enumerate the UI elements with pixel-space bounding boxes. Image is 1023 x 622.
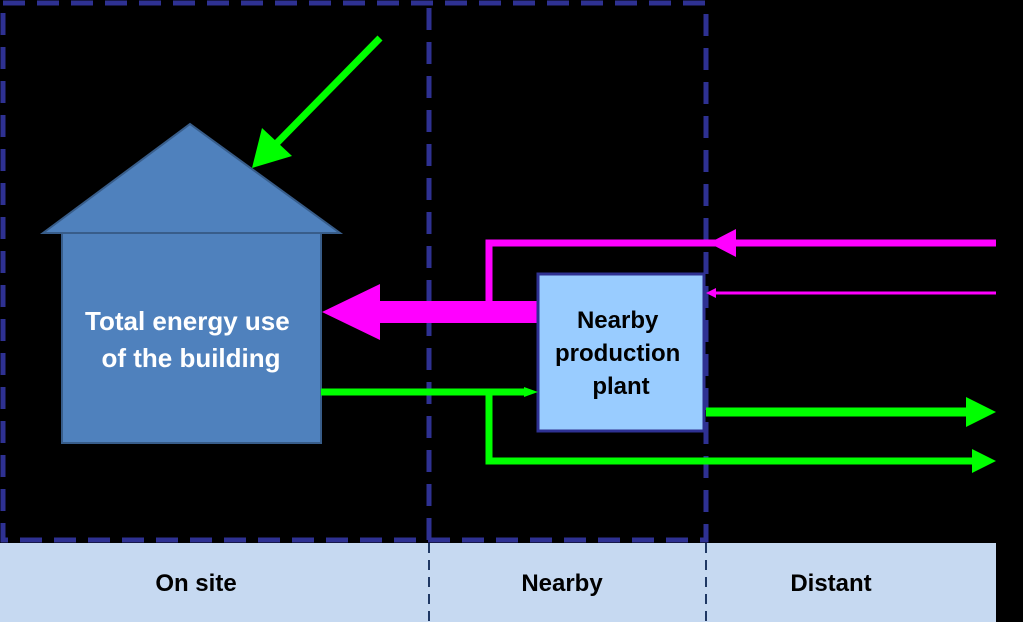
zone-label-on-site: On site bbox=[155, 570, 236, 597]
export-to-plant-head bbox=[524, 387, 538, 397]
plant-label-line-1: Nearby bbox=[577, 307, 659, 334]
building-shape bbox=[39, 122, 344, 444]
building-roof bbox=[39, 122, 344, 234]
import-flows bbox=[322, 229, 996, 340]
building-label-line-1: Total energy use bbox=[85, 306, 290, 336]
nearby-boundary bbox=[0, 0, 709, 543]
plant-label-line-3: plant bbox=[592, 373, 649, 400]
zone-label-nearby: Nearby bbox=[521, 570, 603, 597]
export-distant-line bbox=[485, 392, 972, 465]
plant-label-line-2: production bbox=[555, 340, 680, 367]
import-main-shaft bbox=[378, 301, 540, 323]
import-distant-head bbox=[709, 229, 736, 257]
export-plant-head bbox=[966, 397, 996, 427]
building-label-line-2: of the building bbox=[101, 343, 280, 373]
plant-label: Nearby production plant bbox=[555, 307, 687, 400]
import-plant-head bbox=[706, 288, 716, 298]
building-label: Total energy use of the building bbox=[85, 306, 297, 373]
solar-input-arrow bbox=[252, 35, 383, 168]
export-flows bbox=[321, 387, 996, 473]
zone-label-distant: Distant bbox=[790, 570, 871, 597]
nearby-plant-box bbox=[536, 272, 706, 433]
zone-bar bbox=[0, 543, 996, 622]
import-main-head bbox=[322, 284, 380, 340]
export-distant-head bbox=[972, 449, 996, 473]
building-body bbox=[61, 232, 322, 444]
import-distant-line bbox=[485, 239, 996, 306]
